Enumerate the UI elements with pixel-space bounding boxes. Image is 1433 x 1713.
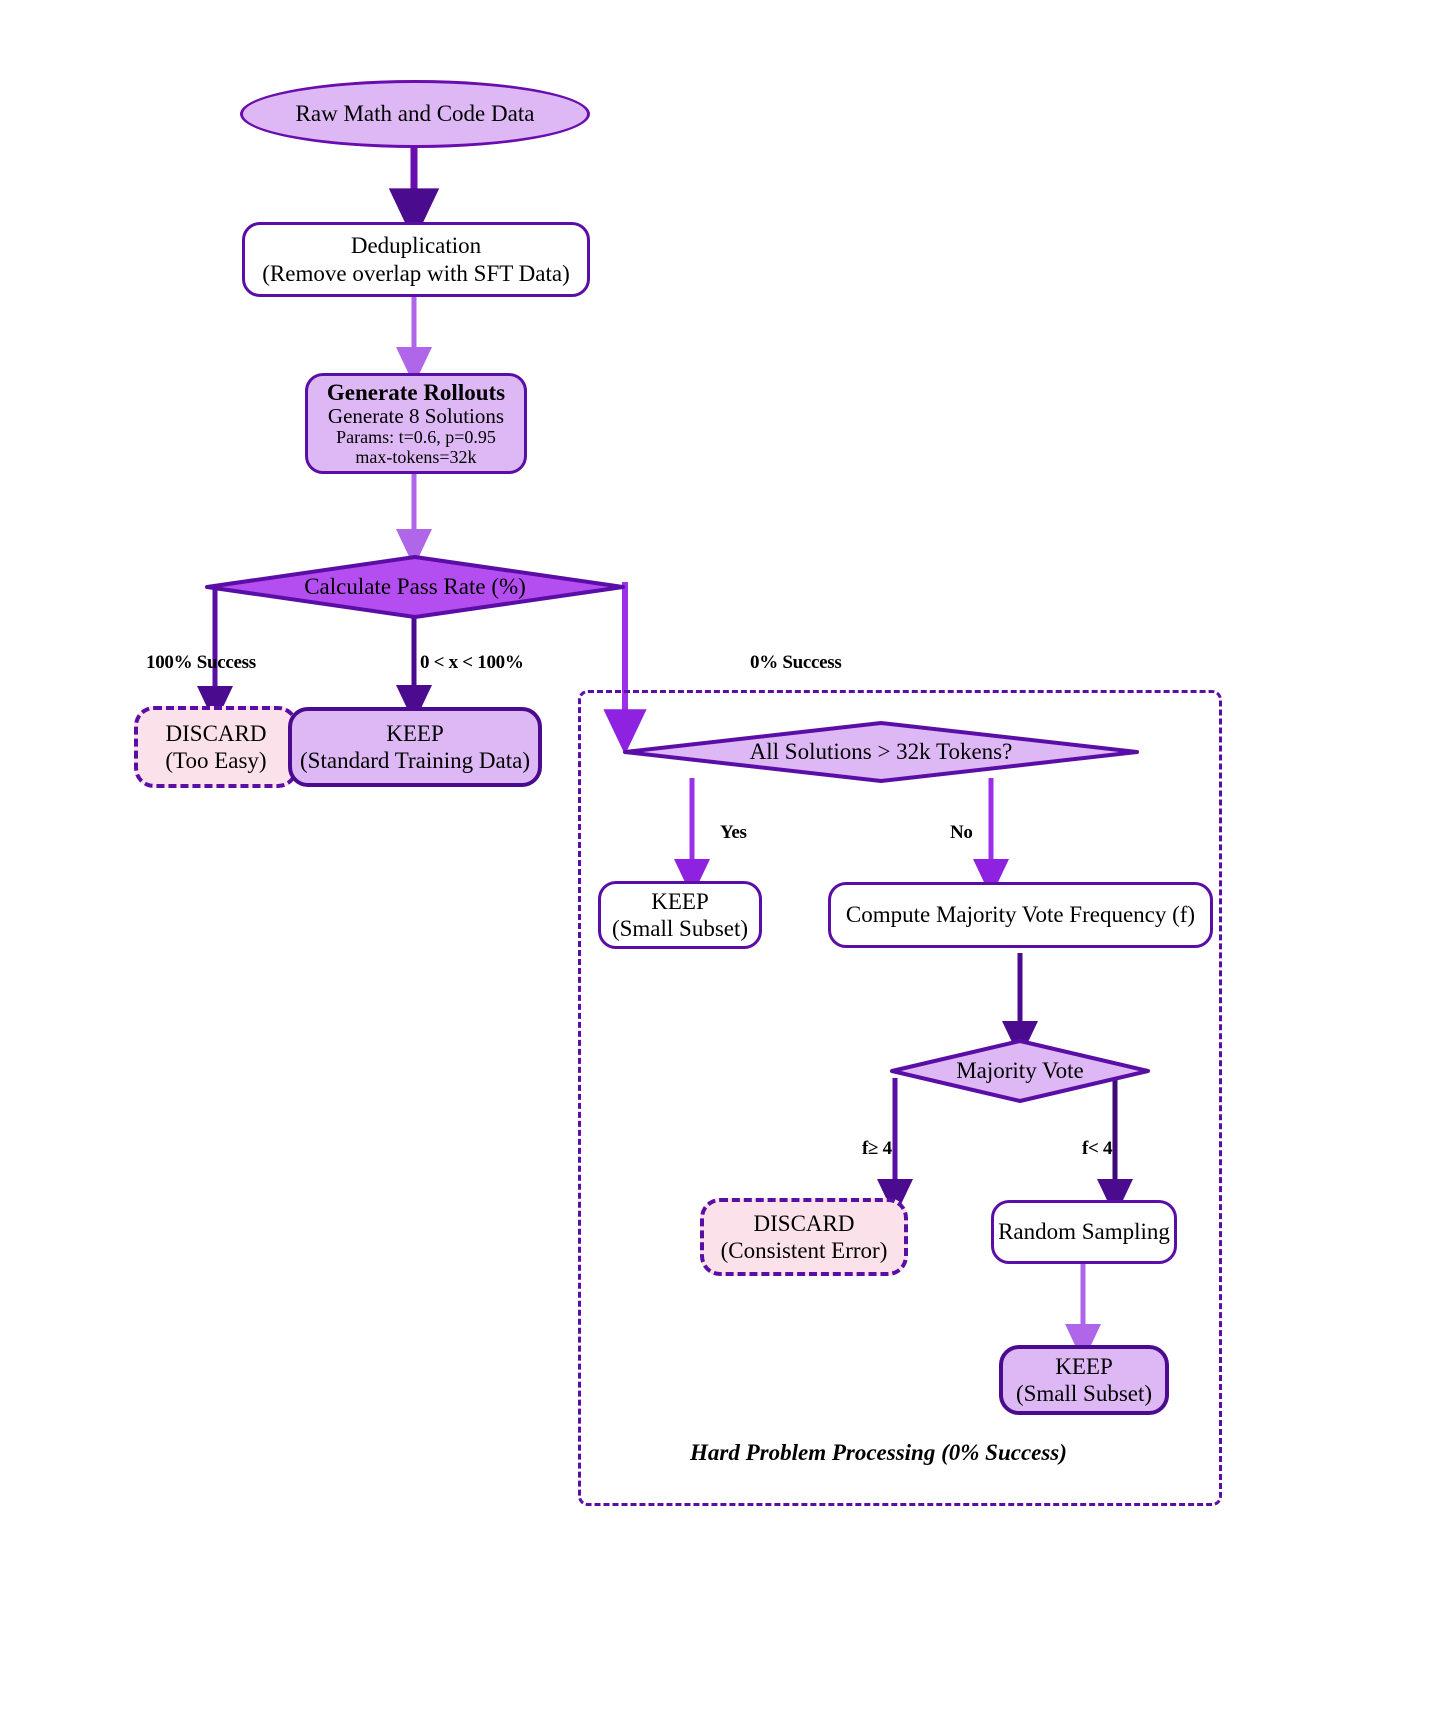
node-compute-majority-vote-frequency-label: Compute Majority Vote Frequency (f) (845, 902, 1196, 928)
node-all-solutions-32k[interactable]: All Solutions > 32k Tokens? (623, 721, 1139, 783)
node-generate-rollouts-title: Generate Rollouts (326, 379, 506, 405)
node-deduplication-line2: (Remove overlap with SFT Data) (262, 260, 570, 286)
node-keep-small-subset-1-line1: KEEP (651, 888, 709, 914)
node-majority-vote[interactable]: Majority Vote (890, 1039, 1150, 1103)
node-keep-small-subset-2[interactable]: KEEP (Small Subset) (999, 1345, 1169, 1415)
edge-label-between: 0 < x < 100% (420, 652, 524, 673)
node-discard-too-easy-line1: DISCARD (165, 720, 267, 746)
node-discard-consistent-error-line1: DISCARD (753, 1210, 855, 1236)
all-solutions-shape (623, 721, 1139, 783)
edge-label-f-ge-4: f≥ 4 (862, 1138, 892, 1159)
node-calculate-pass-rate[interactable]: Calculate Pass Rate (%) (205, 555, 625, 619)
edge-label-yes: Yes (720, 822, 747, 843)
node-generate-rollouts-line2: Generate 8 Solutions (327, 403, 505, 428)
node-raw-data[interactable]: Raw Math and Code Data (240, 80, 590, 148)
node-majority-vote-label: Majority Vote (956, 1058, 1084, 1083)
node-random-sampling[interactable]: Random Sampling (991, 1200, 1177, 1264)
node-discard-too-easy[interactable]: DISCARD (Too Easy) (134, 706, 298, 788)
edge-label-0-success: 0% Success (750, 652, 842, 673)
node-compute-majority-vote-frequency[interactable]: Compute Majority Vote Frequency (f) (828, 882, 1213, 948)
node-deduplication-line1: Deduplication (350, 233, 482, 259)
subgraph-title: Hard Problem Processing (0% Success) (690, 1440, 1067, 1465)
node-keep-small-subset-2-line1: KEEP (1055, 1353, 1113, 1379)
node-keep-small-subset-1[interactable]: KEEP (Small Subset) (598, 881, 762, 949)
node-keep-standard-line1: KEEP (386, 720, 444, 746)
node-discard-consistent-error-line2: (Consistent Error) (720, 1238, 888, 1263)
edge-label-100-success: 100% Success (146, 652, 256, 673)
majority-vote-shape (890, 1039, 1150, 1103)
node-generate-rollouts-maxtokens: max-tokens=32k (355, 446, 477, 467)
node-all-solutions-32k-label: All Solutions > 32k Tokens? (749, 739, 1013, 764)
node-calculate-pass-rate-label: Calculate Pass Rate (%) (304, 574, 526, 599)
node-raw-data-label: Raw Math and Code Data (295, 101, 535, 127)
node-keep-standard-line2: (Standard Training Data) (300, 748, 530, 773)
node-random-sampling-label: Random Sampling (998, 1219, 1170, 1245)
node-keep-standard[interactable]: KEEP (Standard Training Data) (288, 707, 542, 787)
node-keep-small-subset-2-line2: (Small Subset) (1015, 1381, 1153, 1406)
node-deduplication[interactable]: Deduplication (Remove overlap with SFT D… (242, 222, 590, 297)
node-generate-rollouts[interactable]: Generate Rollouts Generate 8 Solutions P… (305, 373, 527, 474)
subgraph-hard-problem-processing (578, 690, 1222, 1506)
node-keep-small-subset-1-line2: (Small Subset) (611, 916, 749, 941)
node-discard-consistent-error[interactable]: DISCARD (Consistent Error) (700, 1198, 908, 1276)
edge-label-f-lt-4: f< 4 (1082, 1138, 1113, 1159)
node-discard-too-easy-line2: (Too Easy) (165, 748, 267, 773)
edge-label-no: No (950, 822, 973, 843)
node-generate-rollouts-params: Params: t=0.6, p=0.95 (336, 426, 496, 447)
